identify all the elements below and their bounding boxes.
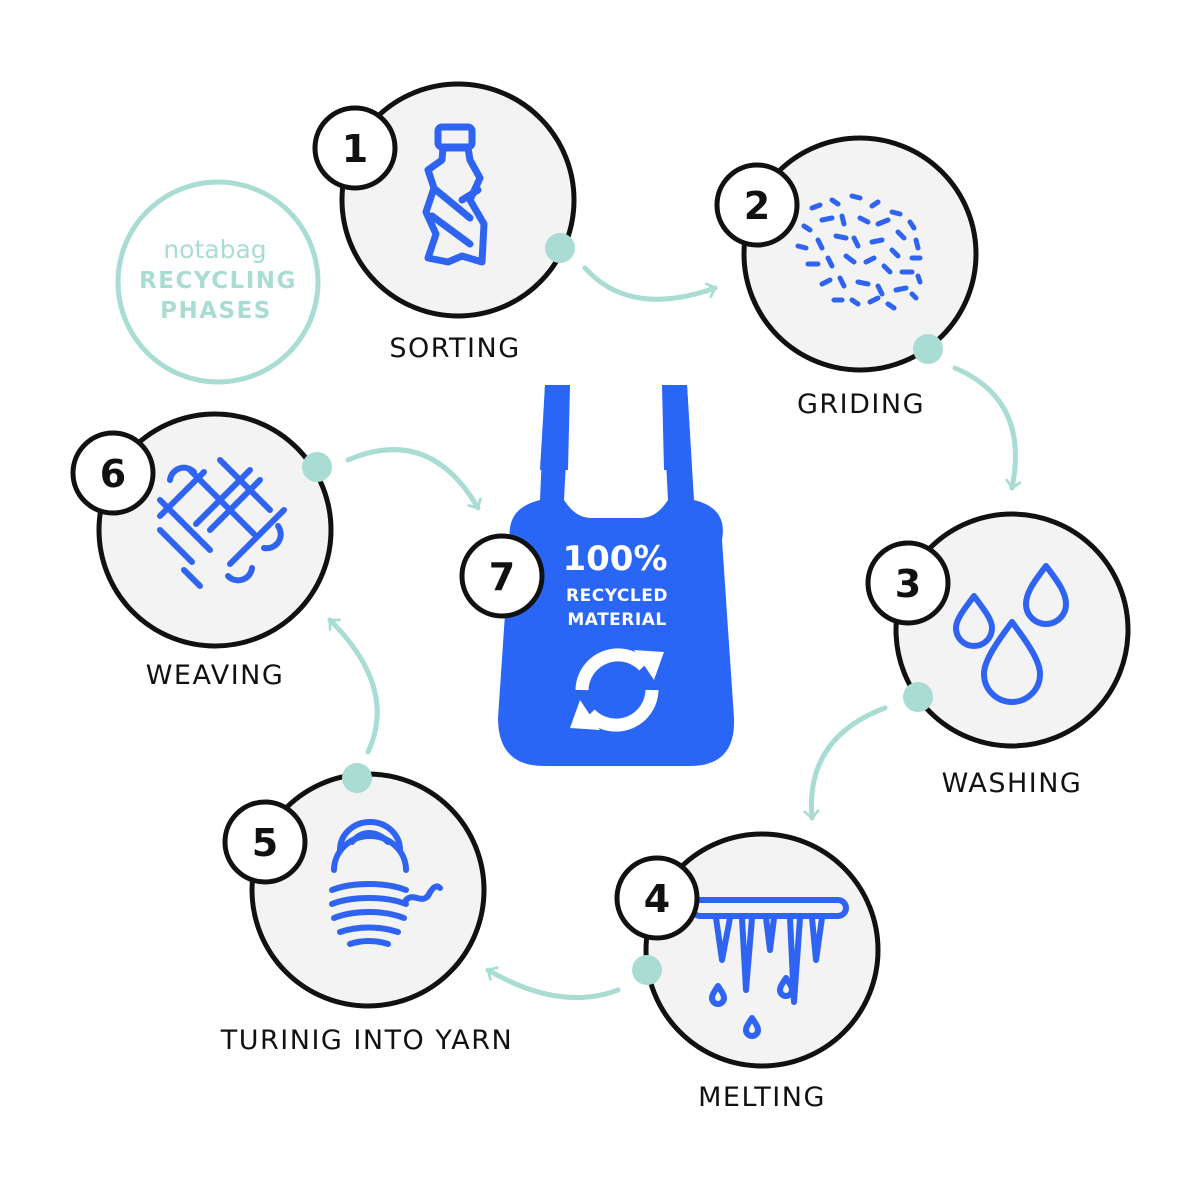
arrow-3-to-4 bbox=[811, 708, 885, 818]
step-recycled-bag: 100% RECYCLED MATERIAL 7 bbox=[462, 385, 734, 766]
bag-text-recycled: RECYCLED bbox=[566, 586, 668, 606]
step-label: WEAVING bbox=[146, 660, 285, 691]
step-yarn: 5 TURINIG INTO YARN bbox=[220, 763, 513, 1056]
step-number: 7 bbox=[489, 555, 515, 599]
step-connector-dot bbox=[545, 233, 575, 263]
step-label: SORTING bbox=[389, 333, 520, 364]
step-label: GRIDING bbox=[797, 389, 925, 420]
step-label: WASHING bbox=[942, 768, 1083, 799]
step-sorting: 1 SORTING bbox=[315, 84, 575, 364]
arrow-5-to-6 bbox=[330, 620, 377, 752]
step-number: 6 bbox=[100, 452, 126, 496]
step-melting: 4 MELTING bbox=[617, 834, 878, 1113]
step-label: MELTING bbox=[698, 1082, 826, 1113]
brand-title-line1: RECYCLING bbox=[139, 268, 297, 294]
step-connector-dot bbox=[302, 452, 332, 482]
arrow-6-to-7 bbox=[348, 450, 478, 508]
step-label: TURINIG INTO YARN bbox=[220, 1025, 513, 1056]
brand-title-line2: PHASES bbox=[160, 298, 272, 324]
step-number: 5 bbox=[252, 821, 278, 865]
bag-text-percent: 100% bbox=[562, 539, 667, 579]
bag-strap-right bbox=[662, 385, 692, 470]
arrow-1-to-2 bbox=[585, 268, 715, 299]
step-number: 3 bbox=[895, 562, 921, 606]
arrow-2-to-3 bbox=[955, 368, 1015, 488]
bag-text-material: MATERIAL bbox=[567, 610, 666, 630]
step-number: 2 bbox=[744, 184, 770, 228]
step-connector-dot bbox=[913, 334, 943, 364]
step-washing: 3 WASHING bbox=[868, 514, 1128, 799]
step-weaving: 6 WEAVING bbox=[73, 414, 332, 691]
step-number: 1 bbox=[342, 127, 368, 171]
step-griding: 2 GRIDING bbox=[717, 138, 976, 420]
step-connector-dot bbox=[903, 682, 933, 712]
step-number: 4 bbox=[644, 877, 670, 921]
step-connector-dot bbox=[342, 763, 372, 793]
bag-strap-left bbox=[540, 385, 570, 470]
arrow-4-to-5 bbox=[488, 970, 618, 998]
brand-badge: notabag RECYCLING PHASES bbox=[118, 182, 318, 382]
step-connector-dot bbox=[632, 955, 662, 985]
brand-name: notabag bbox=[163, 235, 266, 264]
